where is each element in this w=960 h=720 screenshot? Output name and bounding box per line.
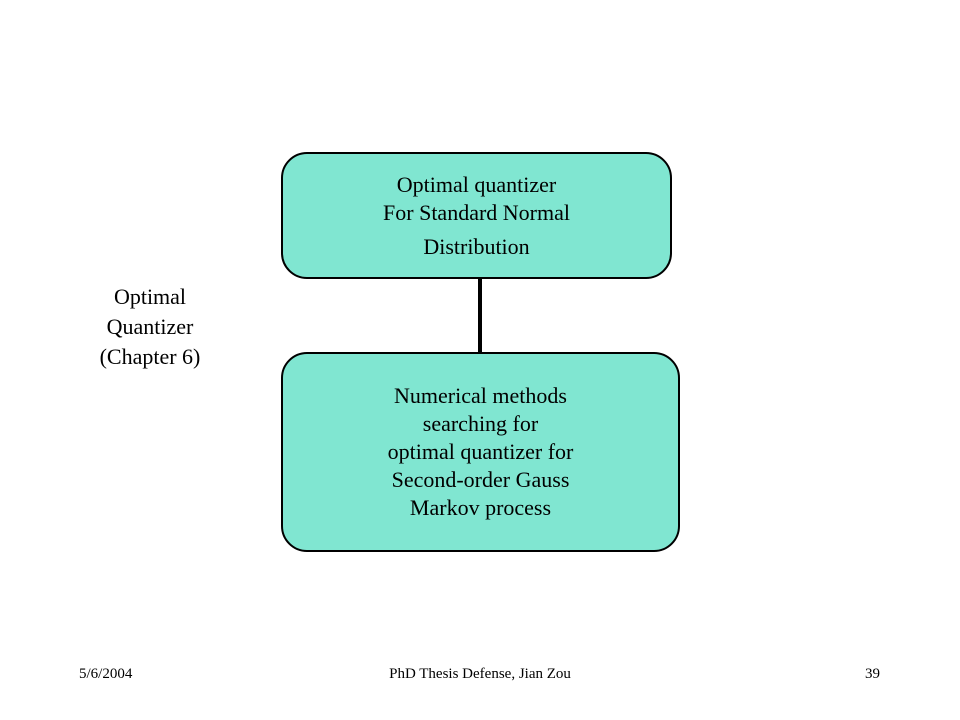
box-text-line: Markov process [409, 495, 552, 520]
numerical-methods-box: Numerical methods searching for optimal … [281, 352, 680, 552]
connector-line [478, 279, 482, 352]
box-text-line: For Standard Normal [383, 199, 570, 225]
box-text-line: Numerical methods [394, 383, 567, 408]
section-label-line: Quantizer [106, 314, 194, 339]
box-text-line: searching for [422, 411, 539, 436]
box-text-line: Second-order Gauss [391, 467, 570, 492]
footer-date: 5/6/2004 [79, 666, 133, 682]
footer-title: PhD Thesis Defense, Jian Zou [389, 666, 571, 682]
section-label-line: Optimal [113, 284, 187, 309]
section-label: Optimal Quantizer (Chapter 6) [70, 282, 230, 372]
standard-normal-quantizer-box: Optimal quantizer For Standard Normal Di… [281, 152, 672, 279]
section-label-line: (Chapter 6) [99, 344, 201, 369]
box-text-line: Optimal quantizer [396, 171, 557, 197]
page-number: 39 [865, 666, 880, 682]
box-text-line: Distribution [423, 233, 530, 259]
box-text-line: optimal quantizer for [387, 439, 574, 464]
